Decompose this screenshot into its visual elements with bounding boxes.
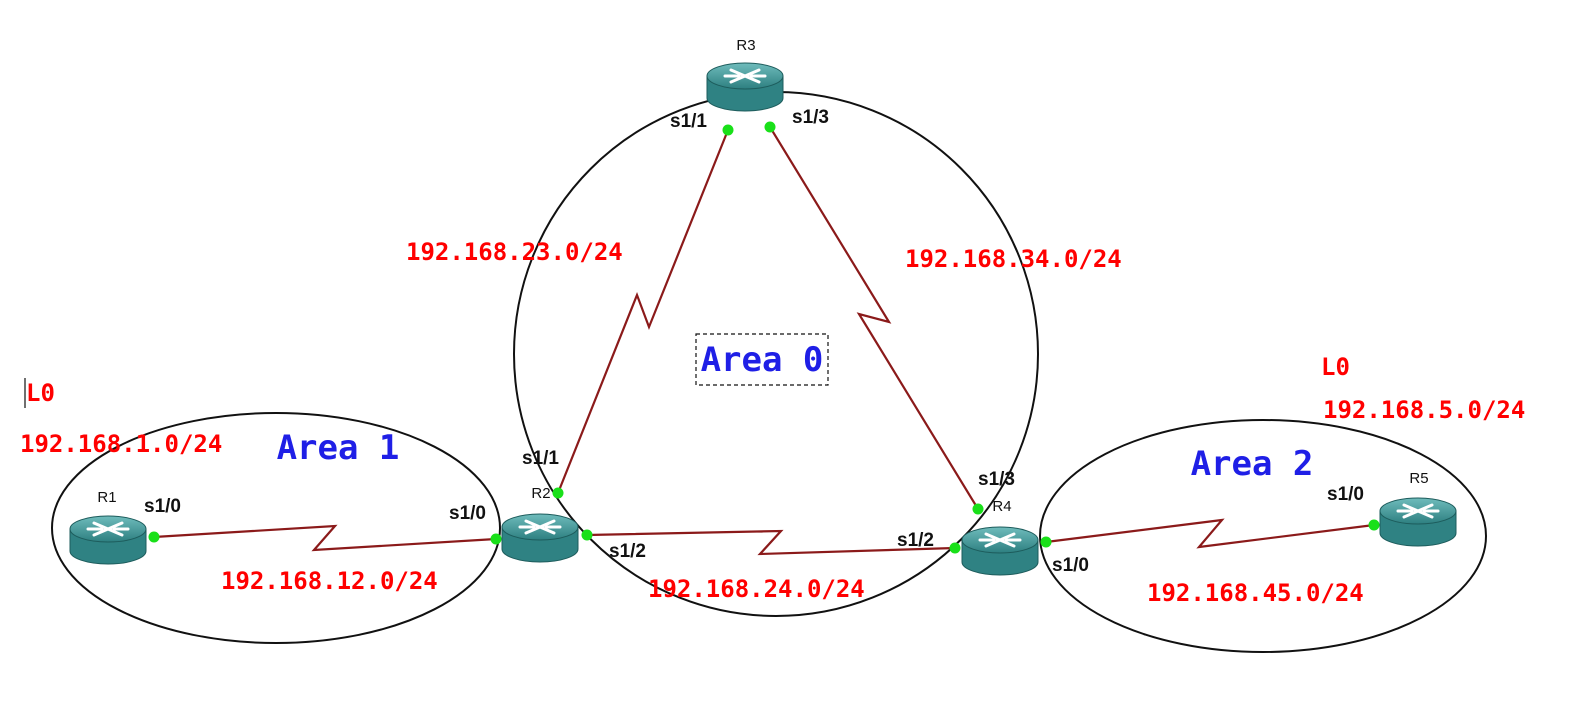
iface-label-r4-s1-2: s1/2	[897, 530, 934, 551]
link-r1-r2	[153, 524, 497, 552]
router-icon	[68, 514, 148, 566]
area-0-label-box[interactable]	[695, 333, 829, 386]
iface-label-r1-s1-0: s1/0	[144, 496, 181, 517]
router-name-r5: R5	[1409, 470, 1428, 487]
network-label-23: 192.168.23.0/24	[406, 238, 623, 266]
port-dot-r2-s1-0	[490, 533, 502, 545]
router-r1[interactable]	[68, 514, 148, 566]
port-dot-r2-s1-1	[552, 487, 564, 499]
network-label-12: 192.168.12.0/24	[221, 567, 438, 595]
router-icon	[705, 61, 785, 113]
network-label-24: 192.168.24.0/24	[648, 575, 865, 603]
network-label-45: 192.168.45.0/24	[1147, 579, 1364, 607]
router-r3[interactable]	[705, 61, 785, 113]
loopback-net-r1: 192.168.1.0/24	[20, 430, 222, 458]
router-name-r1: R1	[97, 489, 116, 506]
link-r4-r5	[1045, 518, 1375, 549]
port-dot-r2-s1-2	[581, 529, 593, 541]
iface-label-r3-s1-1: s1/1	[670, 111, 707, 132]
area-label-1: Area 1	[277, 428, 400, 468]
iface-label-r5-s1-0: s1/0	[1327, 484, 1364, 505]
router-r2[interactable]	[500, 512, 580, 564]
router-name-r4: R4	[992, 498, 1011, 515]
router-r5[interactable]	[1378, 496, 1458, 548]
area-label-2: Area 2	[1191, 444, 1314, 484]
area-2-boundary	[1039, 419, 1487, 653]
iface-label-r2-s1-0: s1/0	[449, 503, 486, 524]
port-dot-r4-s1-3	[972, 503, 984, 515]
iface-label-r4-s1-0: s1/0	[1052, 555, 1089, 576]
link-r2-r3	[556, 129, 730, 494]
loopback-name-r5: L0	[1321, 353, 1350, 381]
port-dot-r4-s1-0	[1040, 536, 1052, 548]
port-dot-r3-s1-3	[764, 121, 776, 133]
area-1-boundary	[51, 412, 501, 644]
router-icon	[500, 512, 580, 564]
iface-label-r2-s1-1: s1/1	[522, 448, 559, 469]
router-r4[interactable]	[960, 525, 1040, 577]
router-icon	[1378, 496, 1458, 548]
loopback-name-r1: L0	[26, 379, 55, 407]
port-dot-r1-s1-0	[148, 531, 160, 543]
port-dot-r4-s1-2	[949, 542, 961, 554]
router-name-r2: R2	[531, 485, 550, 502]
router-name-r3: R3	[736, 37, 755, 54]
iface-label-r2-s1-2: s1/2	[609, 541, 646, 562]
link-r2-r4	[586, 529, 956, 556]
iface-label-r4-s1-3: s1/3	[978, 469, 1015, 490]
link-r3-r4	[769, 126, 979, 510]
loopback-net-r5: 192.168.5.0/24	[1323, 396, 1525, 424]
iface-label-r3-s1-3: s1/3	[792, 107, 829, 128]
network-label-34: 192.168.34.0/24	[905, 245, 1122, 273]
port-dot-r5-s1-0	[1368, 519, 1380, 531]
area-label-0: Area 0	[701, 340, 824, 380]
router-icon	[960, 525, 1040, 577]
port-dot-r3-s1-1	[722, 124, 734, 136]
